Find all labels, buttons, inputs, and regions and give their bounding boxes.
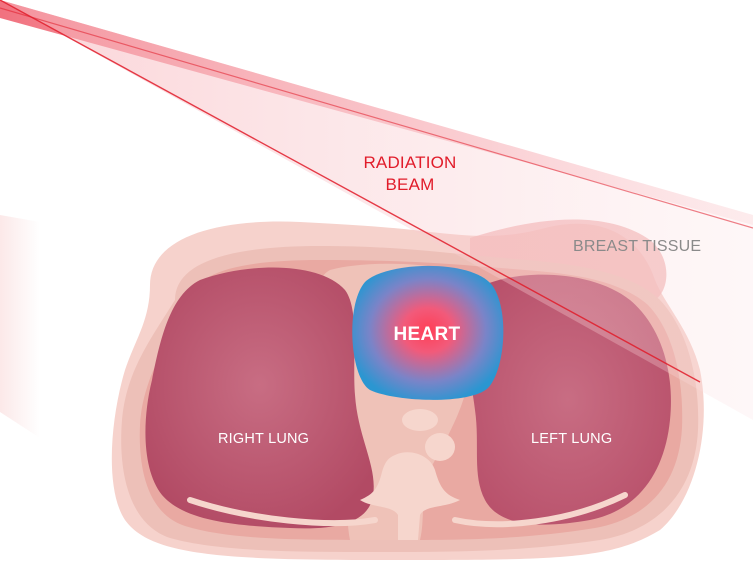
sternum-bone bbox=[402, 409, 438, 431]
radiation-beam-label: RADIATION BEAM bbox=[340, 152, 480, 196]
left-beam-fade bbox=[0, 215, 40, 438]
right-lung-label: RIGHT LUNG bbox=[218, 431, 309, 447]
left-lung-label: LEFT LUNG bbox=[531, 431, 612, 447]
radiation-beam-label-line2: BEAM bbox=[340, 174, 480, 196]
breast-tissue-label: BREAST TISSUE bbox=[573, 238, 701, 256]
radiation-beam-label-line1: RADIATION bbox=[340, 152, 480, 174]
right-lung bbox=[145, 268, 373, 529]
aorta bbox=[425, 433, 455, 461]
heart-label: HEART bbox=[372, 324, 482, 346]
